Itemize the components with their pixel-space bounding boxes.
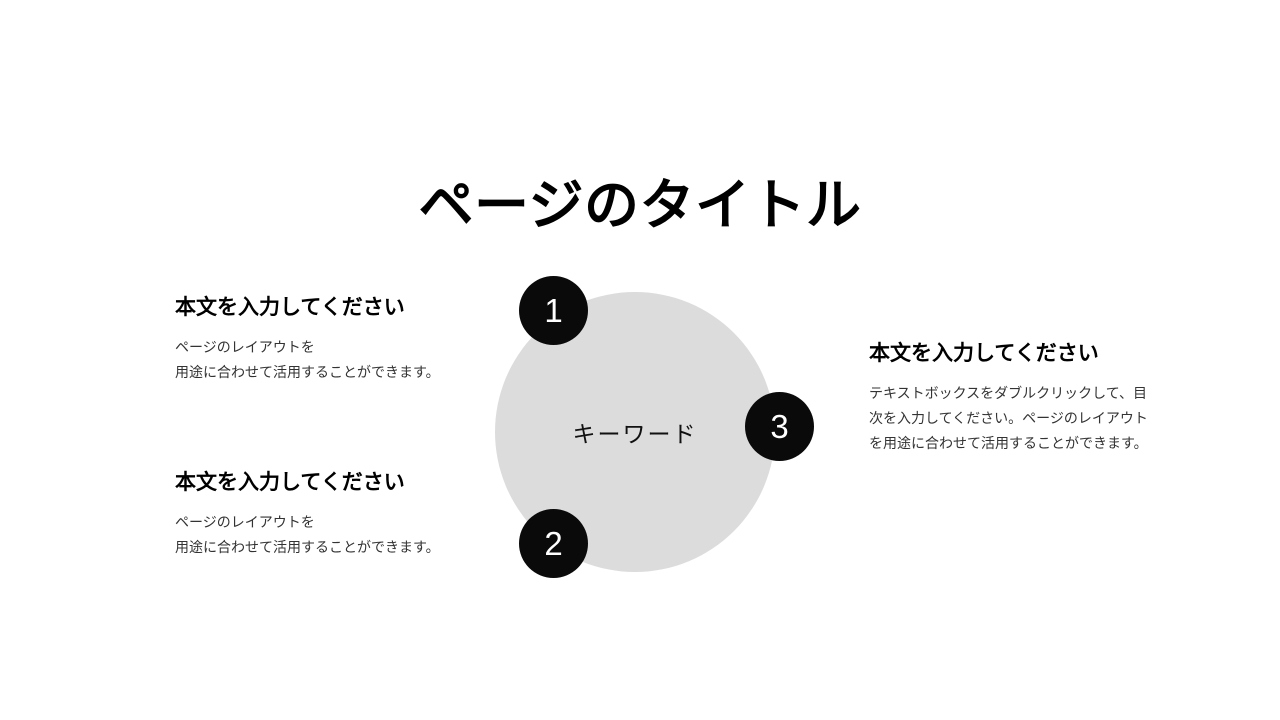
block-body-left-bottom[interactable]: ページのレイアウトを 用途に合わせて活用することができます。 [175, 514, 440, 556]
badge-number-3[interactable]: 3 [745, 392, 814, 461]
badge-number-1[interactable]: 1 [519, 276, 588, 345]
text-block-right: 本文を入力してください テキストボックスをダブルクリックして、目次を入力してくだ… [869, 340, 1151, 456]
page-title[interactable]: ページのタイトル [418, 173, 862, 236]
block-body-left-top[interactable]: ページのレイアウトを 用途に合わせて活用することができます。 [175, 339, 440, 381]
block-heading-left-bottom[interactable]: 本文を入力してください [175, 471, 405, 494]
text-block-left-top: 本文を入力してください ページのレイアウトを 用途に合わせて活用することができま… [175, 294, 475, 385]
keyword-label[interactable]: キーワード [572, 421, 698, 447]
text-block-left-bottom: 本文を入力してください ページのレイアウトを 用途に合わせて活用することができま… [175, 469, 475, 560]
badge-number-2[interactable]: 2 [519, 509, 588, 578]
block-body-right[interactable]: テキストボックスをダブルクリックして、目次を入力してください。ページのレイアウト… [869, 385, 1148, 452]
block-heading-left-top[interactable]: 本文を入力してください [175, 296, 405, 319]
block-heading-right[interactable]: 本文を入力してください [869, 342, 1099, 365]
